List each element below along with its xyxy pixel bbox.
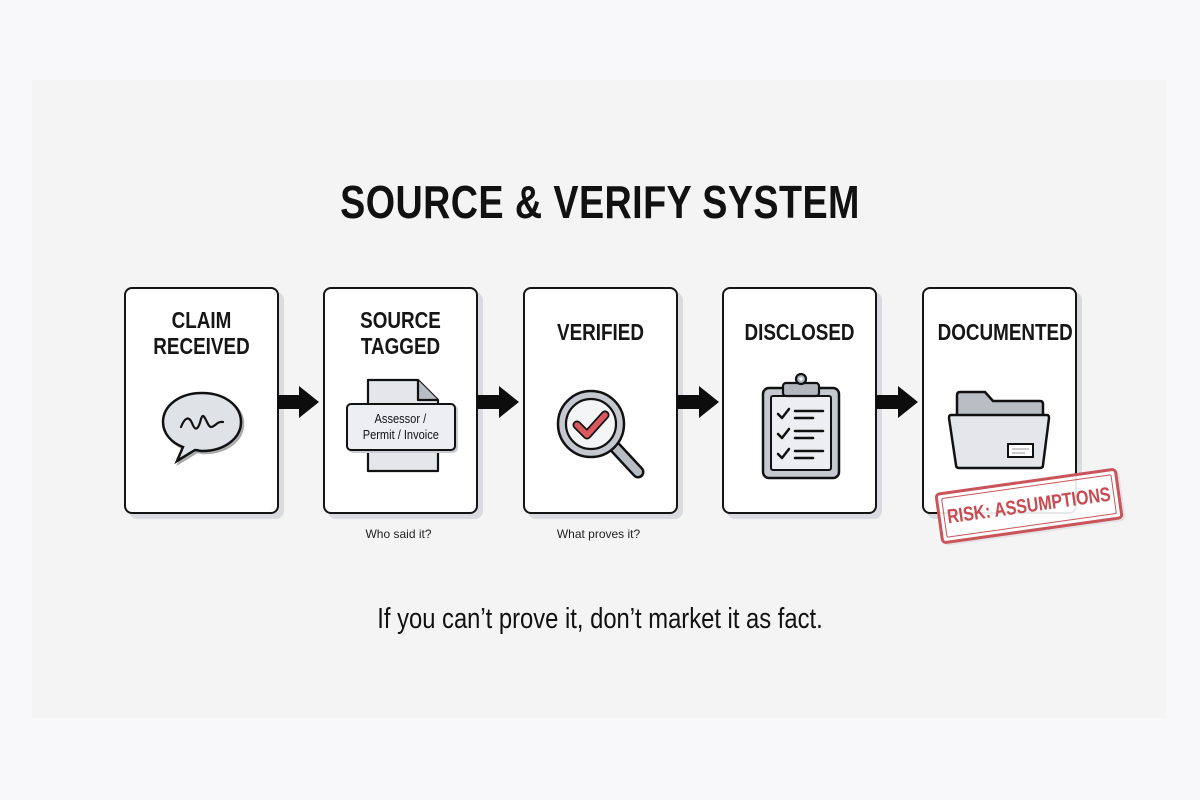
right-arrow-icon [277,386,319,418]
step-label: DOCUMENTED [937,319,1073,345]
document-tag-icon: Assessor / Permit / Invoice [345,377,456,477]
step-caption-who-said-it: Who said it? [365,527,432,541]
diagram-title: SOURCE & VERIFY SYSTEM [340,176,860,228]
right-arrow-icon [677,386,719,418]
magnifier-check-icon [556,389,644,479]
step-card-disclosed: DISCLOSED [722,287,877,514]
clipboard-checklist-icon [761,372,840,480]
folder-icon [947,390,1050,470]
step-label: SOURCE TAGGED [360,307,441,359]
source-tag: Assessor / Permit / Invoice [345,403,456,451]
speech-bubble-icon [161,391,244,467]
step-caption-what-proves-it: What proves it? [556,527,641,541]
tagline: If you can’t prove it, don’t market it a… [377,603,823,635]
step-card-verified: VERIFIED [523,287,678,514]
step-label: DISCLOSED [744,319,855,345]
step-card-claim-received: CLAIM RECEIVED [124,287,279,514]
step-label: VERIFIED [557,319,644,345]
step-label: CLAIM RECEIVED [153,307,250,359]
step-card-source-tagged: SOURCE TAGGED Assessor / Permit / Invoic… [323,287,478,514]
right-arrow-icon [876,386,918,418]
stamp-text: RISK: ASSUMPTIONS [945,483,1113,528]
right-arrow-icon [477,386,519,418]
